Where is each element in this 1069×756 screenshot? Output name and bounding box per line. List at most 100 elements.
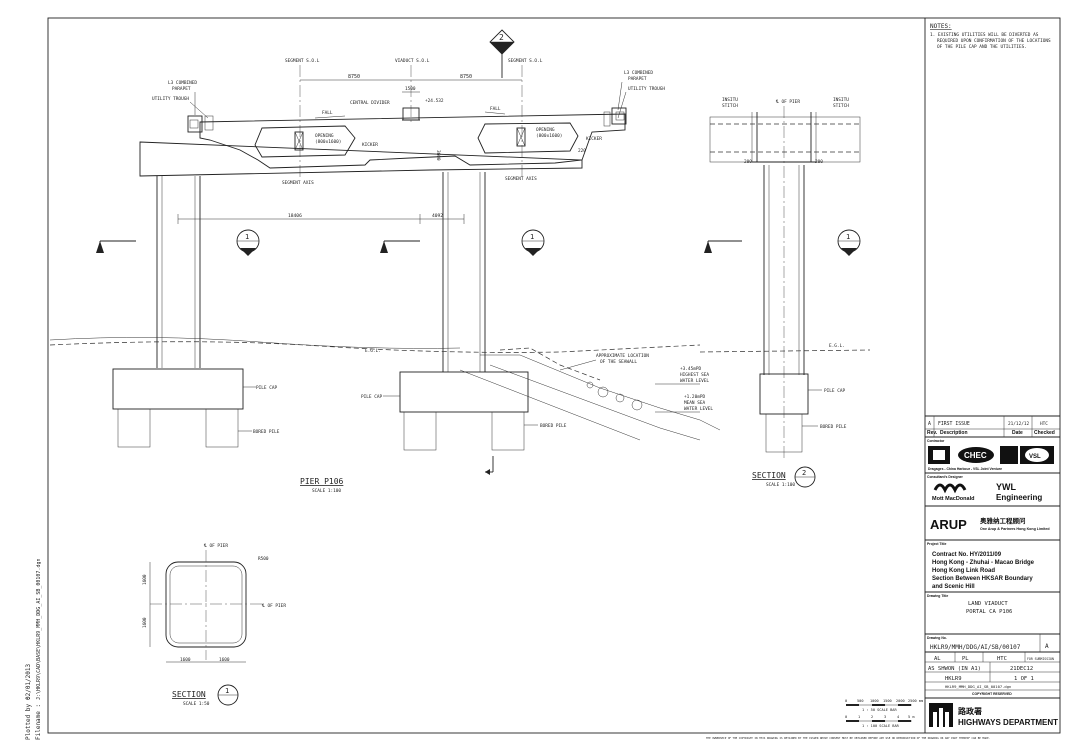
svg-text:L3 COMBINED: L3 COMBINED [168, 80, 197, 86]
sheet-border [47, 17, 1061, 734]
svg-text:OPENING: OPENING [536, 127, 555, 133]
pier-scale: SCALE 1:100 [312, 488, 341, 494]
notes-block: NOTES: 1. EXISTING UTILITIES WILL BE DIV… [930, 23, 1051, 50]
svg-text:FALL: FALL [322, 110, 333, 116]
svg-text:Contract No. HY/2011/09: Contract No. HY/2011/09 [932, 552, 1002, 558]
svg-text:5 m: 5 m [908, 715, 915, 719]
svg-text:PARAPET: PARAPET [628, 76, 647, 82]
svg-text:℄ OF PIER: ℄ OF PIER [261, 603, 286, 609]
svg-text:PILE CAP: PILE CAP [824, 388, 846, 394]
svg-text:3: 3 [884, 715, 886, 719]
svg-text:COPYRIGHT RESERVED: COPYRIGHT RESERVED [972, 692, 1012, 696]
svg-text:OPENING: OPENING [315, 133, 334, 139]
svg-text:KICKER: KICKER [586, 136, 602, 142]
svg-text:INSITU: INSITU [722, 97, 738, 103]
svg-text:FALL: FALL [490, 106, 501, 112]
svg-text:L3 COMBINED: L3 COMBINED [624, 70, 653, 76]
notes-heading: NOTES: [930, 23, 952, 30]
svg-text:MEAN SEA: MEAN SEA [684, 400, 706, 406]
svg-text:WATER LEVEL: WATER LEVEL [680, 378, 709, 384]
svg-text:1: 1 [225, 687, 229, 695]
svg-text:2: 2 [871, 715, 873, 719]
svg-text:CHEC: CHEC [964, 451, 987, 460]
svg-text:FOR SUBMISSION: FOR SUBMISSION [1027, 657, 1054, 661]
svg-text:SECTION: SECTION [752, 471, 786, 480]
svg-text:1600: 1600 [142, 574, 148, 585]
svg-text:BORED PILE: BORED PILE [820, 424, 847, 430]
svg-text:LAND VIADUCT: LAND VIADUCT [968, 601, 1008, 607]
label-segment-sol-right: SEGMENT S.O.L [508, 58, 543, 64]
svg-text:8750: 8750 [348, 74, 360, 80]
hyd-logo [929, 703, 953, 727]
svg-text:HKLR9: HKLR9 [945, 676, 962, 682]
svg-text:HKLR9_MMH_DDG_AI_SB_00107.dgn: HKLR9_MMH_DDG_AI_SB_00107.dgn [945, 684, 1011, 689]
notes-line-2: REQUIRED UPON CONFIRMATION OF THE LOCATI… [937, 38, 1051, 44]
svg-text:220: 220 [578, 148, 586, 154]
svg-text:Plotted by :: Plotted by : [25, 697, 32, 740]
mott-macdonald-logo: Mott MacDonald [932, 483, 974, 502]
deck-outline [199, 113, 626, 169]
svg-text:1 : 100 SCALE BAR: 1 : 100 SCALE BAR [862, 724, 900, 728]
svg-text:路政署: 路政署 [958, 706, 982, 716]
notes-line-1: 1. EXISTING UTILITIES WILL BE DIVERTED A… [930, 32, 1039, 38]
svg-text:+24.532: +24.532 [425, 98, 444, 104]
svg-text:Contractor: Contractor [927, 439, 945, 443]
svg-text:Hong Kong Link Road: Hong Kong Link Road [932, 568, 995, 574]
svg-text:Description: Description [940, 430, 968, 436]
label-segment-sol-left: SEGMENT S.O.L [285, 58, 320, 64]
section-marker-mid: 1 [521, 229, 545, 256]
svg-text:21/12/12: 21/12/12 [1008, 421, 1030, 427]
scale-bars: 0 500 1000 1500 2000 2500 mm 1 : 50 SCAL… [845, 699, 923, 728]
pier-title: PIER P106 [300, 477, 344, 486]
section-1: ℄ OF PIER ℄ OF PIER R500 1600 1600 1600 … [142, 543, 286, 707]
svg-text:1500: 1500 [405, 86, 416, 92]
svg-text:HTC: HTC [997, 656, 1007, 662]
svg-text:2: 2 [802, 469, 806, 477]
svg-text:J:\HKLR9\CAD\BASE\HKLR9_MMH_DD: J:\HKLR9\CAD\BASE\HKLR9_MMH_DDG_AI_SB_00… [36, 559, 42, 700]
svg-text:4092: 4092 [432, 213, 443, 219]
svg-text:SEGMENT AXIS: SEGMENT AXIS [505, 176, 537, 182]
svg-text:PL: PL [962, 656, 969, 662]
svg-text:3600: 3600 [435, 150, 441, 161]
svg-text:8750: 8750 [460, 74, 472, 80]
svg-text:and Scenic Hill: and Scenic Hill [932, 584, 975, 590]
svg-text:1600: 1600 [142, 617, 148, 628]
svg-text:PILE CAP: PILE CAP [361, 394, 383, 400]
section-2-marker: 1 [837, 229, 861, 256]
pile-cap-mid [399, 371, 529, 413]
svg-text:HIGHEST SEA: HIGHEST SEA [680, 372, 709, 378]
svg-text:ARUP: ARUP [930, 517, 967, 532]
svg-text:Drawing No.: Drawing No. [927, 636, 947, 640]
svg-text:PARAPET: PARAPET [172, 86, 191, 92]
svg-text:UTILITY TROUGH: UTILITY TROUGH [628, 86, 665, 92]
svg-text:1500: 1500 [883, 699, 892, 703]
svg-text:1600: 1600 [219, 657, 230, 663]
notes-line-3: OF THE PILE CAP AND THE UTILITIES. [937, 44, 1027, 50]
svg-text:2000: 2000 [896, 699, 905, 703]
seawall [459, 354, 721, 441]
svg-text:HTC: HTC [1040, 421, 1048, 427]
svg-text:INSITU: INSITU [833, 97, 849, 103]
svg-text:℄ OF PIER: ℄ OF PIER [775, 99, 800, 105]
scale-bar-ticks-bottom: 0 1 2 3 4 5 m [845, 715, 915, 719]
svg-text:VSL: VSL [1029, 454, 1041, 460]
columns [156, 172, 486, 372]
svg-text:SCALE 1:100: SCALE 1:100 [766, 482, 795, 488]
svg-text:BORED PILE: BORED PILE [253, 429, 280, 435]
svg-text:Dragages - China Harbour - VSL: Dragages - China Harbour - VSL Joint Ven… [928, 467, 1002, 471]
svg-text:℄ OF PIER: ℄ OF PIER [203, 543, 228, 549]
svg-text:YWL: YWL [996, 482, 1016, 492]
svg-text:PORTAL CA P106: PORTAL CA P106 [966, 609, 1012, 615]
svg-text:2500 mm: 2500 mm [908, 699, 923, 703]
svg-text:18406: 18406 [288, 213, 302, 219]
label-viaduct-sol: VIADUCT S.O.L [395, 58, 430, 64]
svg-text:1: 1 [846, 233, 850, 241]
pier-elevation: 2 SEGMENT S.O.L VIADUCT S.O.L SEGMENT S.… [49, 29, 721, 494]
svg-text:Filename :: Filename : [35, 704, 42, 740]
svg-text:1: 1 [858, 715, 860, 719]
section-marker-left: 1 [236, 229, 260, 256]
svg-text:0: 0 [845, 699, 847, 703]
svg-text:E.G.L.: E.G.L. [365, 348, 381, 354]
svg-text:1000: 1000 [870, 699, 879, 703]
svg-text:2: 2 [499, 33, 504, 42]
